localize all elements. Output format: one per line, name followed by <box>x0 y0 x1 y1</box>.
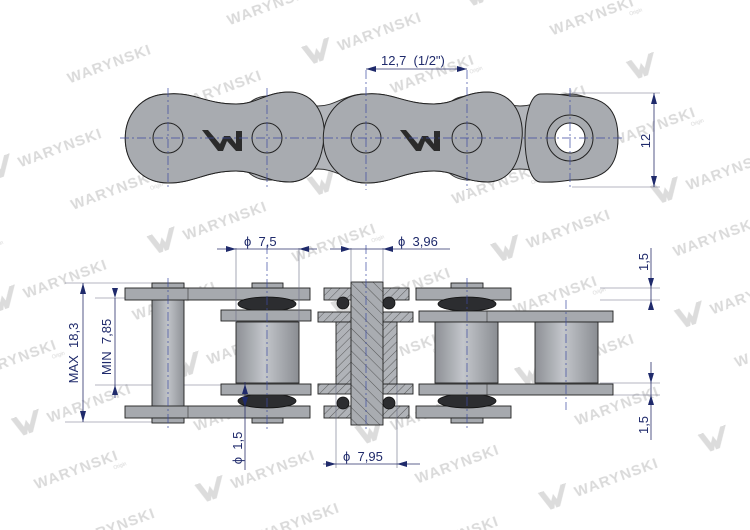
watermark-text: WARYNSKI <box>45 380 134 426</box>
watermark-logo-icon <box>694 424 733 455</box>
watermark-text: WARYNSKI <box>225 0 314 29</box>
warynski-logo-icon <box>400 130 440 151</box>
watermark-logo-icon <box>670 300 709 331</box>
chain-top-view: 12,7 (1/2") 12 <box>120 53 660 190</box>
watermark-sub: Origin <box>629 7 644 17</box>
watermark-text: WARYNSKI <box>671 214 750 260</box>
watermark-logo-icon <box>486 234 525 265</box>
o-ring-section <box>382 296 396 310</box>
plate-thickness-bottom-dimension: 1,5 <box>636 362 654 440</box>
height-label: 12 <box>638 134 653 148</box>
min-inner-width-label: MIN 7,85 <box>99 319 114 375</box>
roller <box>235 321 300 384</box>
pin-diameter-dimension: ϕ 3,96 <box>330 234 450 282</box>
plate-thickness-top-dimension: 1,5 <box>636 248 654 310</box>
inner-plate-bottom <box>418 383 614 396</box>
pin-head <box>251 417 284 424</box>
roller-diameter-label: ϕ 7,5 <box>244 234 277 249</box>
watermark-text: WARYNSKI <box>65 41 154 87</box>
oring-diameter-label: ϕ 1,5 <box>230 432 245 465</box>
watermark-logo-icon <box>646 176 685 207</box>
roller-diameter-dimension: ϕ 7,5 <box>217 234 317 322</box>
chain-side-view: ϕ 7,5 ϕ 3,96 ϕ 7,95 ϕ 1,5 <box>65 234 660 470</box>
warynski-logo-icon <box>202 130 242 151</box>
pin-head <box>251 282 284 289</box>
watermark-text: WARYNSKI <box>335 9 424 55</box>
pin-section <box>350 281 384 426</box>
watermark-text: WARYNSKI <box>412 513 501 530</box>
watermark-text: WARYNSKI <box>290 220 379 266</box>
o-ring-section <box>336 296 350 310</box>
watermark-text: WARYNSKI <box>572 455 661 501</box>
watermark-logo-icon <box>534 482 573 514</box>
pitch-label: 12,7 (1/2") <box>381 53 445 68</box>
outer-plate-bottom <box>124 405 311 419</box>
bushing-diameter-label: ϕ 7,95 <box>343 449 383 464</box>
watermark-text: WARYNSKI <box>69 505 158 530</box>
watermark-text: WARYNSKI <box>0 336 59 382</box>
o-ring-section <box>336 396 350 410</box>
pitch-dimension: 12,7 (1/2") <box>366 53 467 72</box>
height-dimension: 12 <box>572 92 660 188</box>
watermark-text: WARYNSKI <box>708 272 750 318</box>
pin-diameter-label: ϕ 3,96 <box>398 234 438 249</box>
watermark-sub: Origin <box>371 234 386 244</box>
plate-thickness-top-label: 1,5 <box>636 253 651 271</box>
watermark-text: WARYNSKI <box>524 206 613 252</box>
watermark-sub: Origin <box>150 182 165 192</box>
watermark-logo-icon <box>457 0 496 10</box>
watermark-text: WARYNSKI <box>253 499 342 530</box>
watermark-sub: Origin <box>0 240 5 250</box>
watermark-text: WARYNSKI <box>684 148 750 194</box>
roller <box>434 321 499 384</box>
oring-diameter-dimension: ϕ 1,5 <box>230 382 248 470</box>
watermark-logo-icon <box>297 36 337 68</box>
inner-plate-bottom <box>220 383 312 396</box>
watermark-text: WARYNSKI <box>16 125 105 171</box>
watermark-text: WARYNSKI <box>32 447 121 493</box>
watermark-logo-icon <box>7 408 46 439</box>
watermark-text: WARYNSKI <box>548 0 637 39</box>
watermark-text: WARYNSKI <box>413 441 502 487</box>
min-inner-width-dimension: MIN 7,85 <box>99 288 118 398</box>
watermark-sub: Origin <box>51 351 66 361</box>
watermark-sub: Origin <box>469 65 484 75</box>
watermark-logo-icon <box>191 474 230 506</box>
inner-plate-top <box>418 310 614 323</box>
watermark-text: WARYNSKI <box>21 256 110 302</box>
watermark-sub: Origin <box>690 118 705 128</box>
watermark-logo-icon <box>0 153 17 184</box>
inner-plate-top <box>220 309 312 322</box>
o-ring-section <box>382 396 396 410</box>
plate-thickness-bottom-label: 1,5 <box>636 416 651 434</box>
watermark-text: WARYNSKI <box>732 325 750 371</box>
max-width-label: MAX 18,3 <box>66 323 81 384</box>
watermark-logo-icon <box>0 284 22 315</box>
bushing-diameter-dimension: ϕ 7,95 <box>323 384 420 468</box>
max-width-dimension: MAX 18,3 <box>66 283 86 422</box>
roller <box>534 321 599 384</box>
watermark-sub: Origin <box>113 461 128 471</box>
watermark-sub: Origin <box>592 287 607 297</box>
watermark-logo-icon <box>622 51 661 83</box>
watermark-logo-icon <box>143 226 182 257</box>
